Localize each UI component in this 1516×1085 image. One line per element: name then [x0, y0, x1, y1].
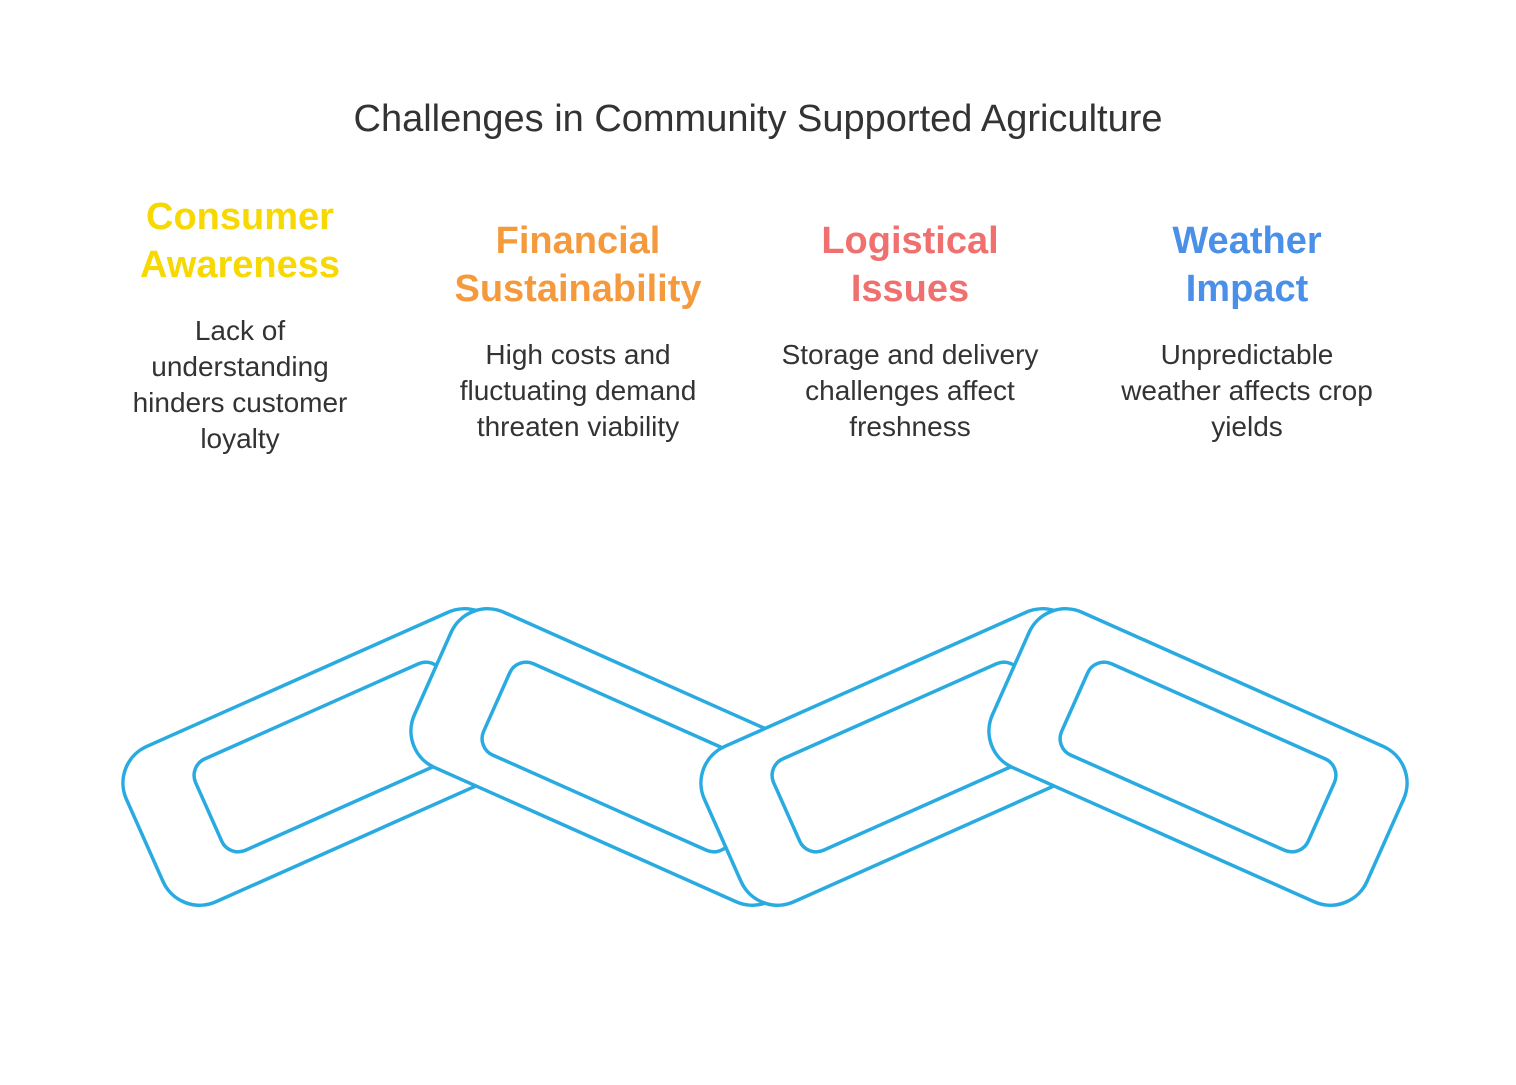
diagram-title: Challenges in Community Supported Agricu… — [353, 98, 1163, 140]
heading-line: Awareness — [140, 244, 340, 286]
challenge-weather-impact: Weather Impact Unpredictable weather aff… — [1097, 217, 1397, 445]
challenge-heading: Financial Sustainability — [428, 217, 728, 313]
desc-line: fluctuating demand — [459, 375, 697, 406]
challenge-heading: Weather Impact — [1097, 217, 1397, 313]
desc-line: High costs and — [485, 339, 671, 370]
desc-line: challenges affect — [805, 375, 1015, 406]
heading-line: Logistical — [821, 220, 999, 262]
heading-line: Financial — [495, 220, 661, 262]
challenge-description: Storage and delivery challenges affect f… — [760, 337, 1060, 445]
desc-line: weather affects crop — [1121, 375, 1373, 406]
desc-line: understanding — [151, 351, 329, 382]
desc-line: loyalty — [200, 423, 280, 454]
heading-line: Issues — [850, 268, 970, 310]
challenge-logistical-issues: Logistical Issues Storage and delivery c… — [760, 217, 1060, 445]
desc-line: Unpredictable — [1160, 339, 1334, 370]
challenge-heading: Consumer Awareness — [90, 193, 390, 289]
desc-line: threaten viability — [476, 411, 680, 442]
desc-line: yields — [1211, 411, 1283, 442]
chain-link — [987, 607, 1409, 907]
heading-line: Weather — [1172, 220, 1322, 262]
challenge-consumer-awareness: Consumer Awareness Lack of understanding… — [90, 193, 390, 457]
heading-line: Sustainability — [454, 268, 702, 310]
challenge-description: High costs and fluctuating demand threat… — [428, 337, 728, 445]
desc-line: Storage and delivery — [781, 339, 1039, 370]
challenge-description: Lack of understanding hinders customer l… — [90, 313, 390, 457]
desc-line: hinders customer — [132, 387, 348, 418]
desc-line: freshness — [849, 411, 971, 442]
heading-line: Consumer — [146, 196, 334, 238]
challenge-heading: Logistical Issues — [760, 217, 1060, 313]
desc-line: Lack of — [194, 315, 286, 346]
challenge-financial-sustainability: Financial Sustainability High costs and … — [428, 217, 728, 445]
challenge-description: Unpredictable weather affects crop yield… — [1097, 337, 1397, 445]
chain-link-inner — [1058, 660, 1338, 854]
heading-line: Impact — [1185, 268, 1309, 310]
